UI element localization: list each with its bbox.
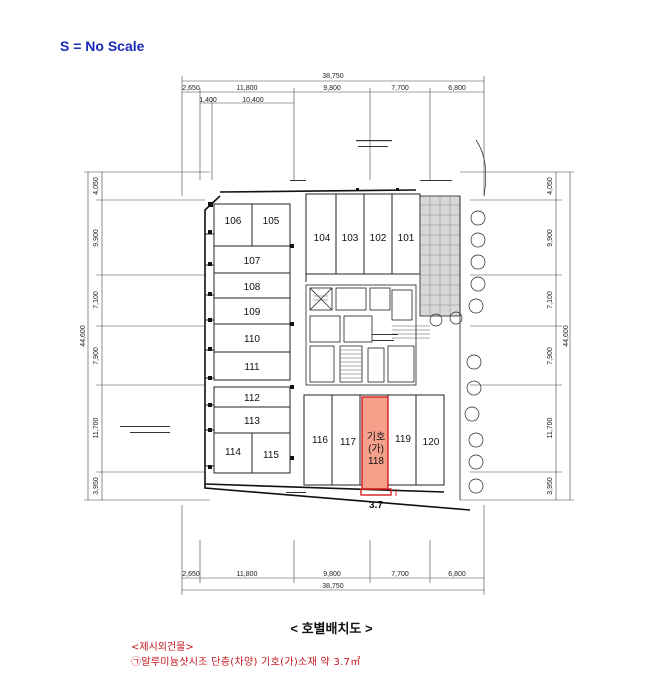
right-dim-5: 11,700 [547,417,554,438]
right-dim-2: 9,900 [547,229,554,247]
note-title: <제시외건물> [131,642,194,653]
left-dim-4: 7,900 [93,347,100,365]
highlight-label-ga: (가) [368,443,384,455]
right-dim-6: 3,950 [547,477,554,495]
floor-plan: 38,750 2,650 11,800 9,800 7,700 6,800 1,… [80,73,574,595]
left-dim-2: 9,900 [93,229,100,247]
unit-104: 104 [314,233,331,244]
top-dim-1: 2,650 [182,85,200,92]
bottom-total-dim: 38,750 [322,583,344,590]
top-sub-dim-2: 10,400 [242,97,264,104]
right-dim-4: 7,900 [547,347,554,365]
highlight-label-kiho: 기호 [367,431,385,443]
right-dim-1: 4,050 [547,177,554,195]
plan-caption: < 호별배치도 > [290,621,373,636]
unit-101: 101 [398,233,415,244]
left-dim-5: 11,700 [93,417,100,438]
left-dim-3: 7,100 [93,291,100,309]
unit-106: 106 [225,216,242,227]
core-area [305,284,430,386]
left-total-dim: 44,600 [80,325,87,347]
unit-102: 102 [370,233,387,244]
top-sub-dim-1: 1,400 [199,97,217,104]
unit-115: 115 [263,450,279,461]
unit-109: 109 [244,307,261,318]
right-total-dim: 44,600 [563,325,570,347]
unit-119: 119 [395,434,411,445]
note-body: ㉠알루미늄샷시조 단층(차양) 기호(가)소재 약 3.7㎡ [131,657,361,668]
unit-110: 110 [244,334,260,345]
bottom-dim-2: 11,800 [237,571,258,578]
left-dim-1: 4,050 [93,177,100,195]
right-dimensions [460,171,574,501]
unit-labels: 106 105 107 108 109 110 111 112 113 114 … [225,216,440,511]
tiny-annotations [120,140,452,493]
bottom-dim-5: 6,800 [448,571,466,578]
right-dim-3: 7,100 [547,291,554,309]
unit-111: 111 [244,362,260,373]
highlight-label-118: 118 [368,456,384,467]
top-dim-2: 11,800 [237,85,258,92]
left-dim-6: 3,950 [93,477,100,495]
top-dim-4: 7,700 [391,85,409,92]
tree-symbols [429,139,487,494]
highlight-area-label: 3.7 [369,500,383,511]
landscape-area [419,195,461,500]
bottom-dimensions [181,505,485,595]
unit-116: 116 [312,435,328,446]
unit-105: 105 [263,216,280,227]
scale-note: S = No Scale [60,38,145,54]
unit-113: 113 [244,416,260,427]
top-dim-5: 6,800 [448,85,466,92]
bottom-dim-4: 7,700 [391,571,409,578]
unit-108: 108 [244,282,261,293]
unit-117: 117 [340,437,356,448]
left-dimensions [84,171,210,501]
unit-107: 107 [244,256,261,267]
unit-114: 114 [225,447,241,458]
top-dimensions [181,76,485,196]
top-dim-3: 9,800 [323,85,341,92]
unit-120: 120 [423,437,440,448]
unit-103: 103 [342,233,359,244]
corridor-columns [208,188,399,469]
bottom-dim-3: 9,800 [323,571,341,578]
bottom-dim-1: 2,650 [182,571,200,578]
highlighted-unit-118 [360,396,397,496]
top-total-dim: 38,750 [322,73,344,80]
unit-112: 112 [244,393,260,404]
